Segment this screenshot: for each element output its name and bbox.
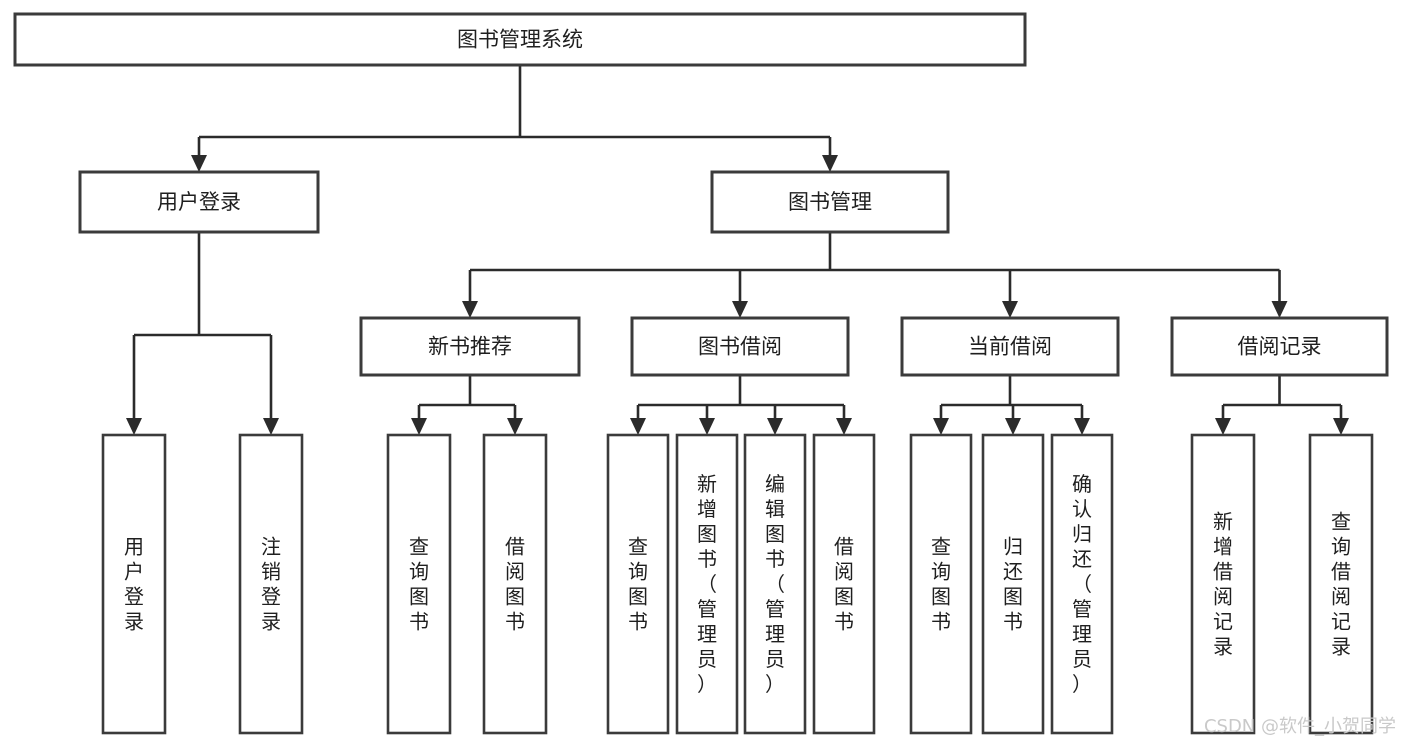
book-manage-branch-1-arrowhead <box>732 301 748 318</box>
book-borrow-branch-3-arrowhead <box>836 418 852 435</box>
node-user-login[interactable]: 用户登录 <box>78 170 320 234</box>
user-login-branch-0-arrowhead <box>126 418 142 435</box>
root-branch-1-arrowhead <box>822 155 838 172</box>
node-label-root: 图书管理系统 <box>457 28 583 52</box>
node-label-leaf-user-logout: 注销登录 <box>261 534 281 633</box>
node-label-book-borrow: 图书借阅 <box>698 335 782 359</box>
node-label-leaf-query-book-3: 查询图书 <box>931 534 951 633</box>
node-box-leaf-borrow-book-2 <box>812 433 876 735</box>
node-label-leaf-add-record: 新增借阅记录 <box>1213 509 1233 658</box>
book-manage-branch-2-arrowhead <box>1002 301 1018 318</box>
node-borrow-record[interactable]: 借阅记录 <box>1170 316 1389 377</box>
node-label-leaf-query-record: 查询借阅记录 <box>1331 509 1351 658</box>
node-book-borrow[interactable]: 图书借阅 <box>630 316 850 377</box>
node-box-user-login <box>78 170 320 234</box>
borrow-record-branch-1-arrowhead <box>1333 418 1349 435</box>
node-leaf-user-logout[interactable]: 注销登录 <box>238 433 304 735</box>
node-leaf-user-login[interactable]: 用户登录 <box>101 433 167 735</box>
new-book-recommend-branch-1-arrowhead <box>507 418 523 435</box>
current-borrow-branch-0-arrowhead <box>933 418 949 435</box>
node-label-leaf-borrow-book-2: 借阅图书 <box>834 534 854 633</box>
node-label-leaf-query-book-2: 查询图书 <box>628 534 648 633</box>
node-box-leaf-return-book <box>981 433 1045 735</box>
node-box-leaf-add-book <box>675 433 739 735</box>
node-leaf-query-book-2[interactable]: 查询图书 <box>606 433 670 735</box>
book-borrow-branch-0-arrowhead <box>630 418 646 435</box>
node-leaf-query-book-3[interactable]: 查询图书 <box>909 433 973 735</box>
node-box-new-book-recommend <box>359 316 581 377</box>
borrow-record-branch-0-arrowhead <box>1215 418 1231 435</box>
new-book-recommend-branch-0-arrowhead <box>411 418 427 435</box>
root-branch-0-arrowhead <box>191 155 207 172</box>
book-borrow-branch-1-arrowhead <box>699 418 715 435</box>
current-borrow-branch-2-arrowhead <box>1074 418 1090 435</box>
node-label-leaf-edit-book: 编辑图书（管理员） <box>765 472 785 696</box>
node-label-leaf-confirm-return: 确认归还（管理员） <box>1072 472 1092 696</box>
node-box-leaf-add-record <box>1190 433 1256 735</box>
node-leaf-borrow-book-2[interactable]: 借阅图书 <box>812 433 876 735</box>
node-box-leaf-borrow-book-1 <box>482 433 548 735</box>
node-leaf-add-book[interactable]: 新增图书（管理员） <box>675 433 739 735</box>
user-login-branch-1-arrowhead <box>263 418 279 435</box>
node-box-current-borrow <box>900 316 1120 377</box>
node-label-leaf-user-login: 用户登录 <box>124 534 144 633</box>
node-label-borrow-record: 借阅记录 <box>1238 335 1322 359</box>
node-leaf-query-book-1[interactable]: 查询图书 <box>386 433 452 735</box>
node-box-leaf-query-book-1 <box>386 433 452 735</box>
node-leaf-borrow-book-1[interactable]: 借阅图书 <box>482 433 548 735</box>
node-box-leaf-user-logout <box>238 433 304 735</box>
book-manage-branch-3-arrowhead <box>1271 301 1288 318</box>
node-leaf-edit-book[interactable]: 编辑图书（管理员） <box>743 433 807 735</box>
node-label-current-borrow: 当前借阅 <box>968 335 1052 359</box>
node-leaf-query-record[interactable]: 查询借阅记录 <box>1308 433 1374 735</box>
node-leaf-add-record[interactable]: 新增借阅记录 <box>1190 433 1256 735</box>
node-box-leaf-query-book-3 <box>909 433 973 735</box>
csdn-watermark: CSDN @软件_小贺同学 <box>1204 716 1396 737</box>
node-box-book-borrow <box>630 316 850 377</box>
node-box-leaf-query-record <box>1308 433 1374 735</box>
node-leaf-confirm-return[interactable]: 确认归还（管理员） <box>1050 433 1114 735</box>
book-borrow-branch-2-arrowhead <box>767 418 783 435</box>
node-new-book-recommend[interactable]: 新书推荐 <box>359 316 581 377</box>
node-root[interactable]: 图书管理系统 <box>13 12 1027 67</box>
node-box-leaf-confirm-return <box>1050 433 1114 735</box>
node-label-leaf-borrow-book-1: 借阅图书 <box>505 534 525 633</box>
node-box-borrow-record <box>1170 316 1389 377</box>
node-current-borrow[interactable]: 当前借阅 <box>900 316 1120 377</box>
connectors-layer <box>126 65 1349 435</box>
book-manage-branch-0-arrowhead <box>462 301 478 318</box>
boxes-layer: 图书管理系统用户登录图书管理新书推荐图书借阅当前借阅借阅记录用户登录注销登录查询… <box>13 12 1389 735</box>
current-borrow-branch-1-arrowhead <box>1005 418 1021 435</box>
node-leaf-return-book[interactable]: 归还图书 <box>981 433 1045 735</box>
node-box-book-manage <box>710 170 950 234</box>
node-box-leaf-query-book-2 <box>606 433 670 735</box>
node-label-leaf-query-book-1: 查询图书 <box>409 534 429 633</box>
node-label-leaf-add-book: 新增图书（管理员） <box>697 472 717 696</box>
node-box-root <box>13 12 1027 67</box>
node-box-leaf-user-login <box>101 433 167 735</box>
node-label-book-manage: 图书管理 <box>788 190 872 214</box>
node-book-manage[interactable]: 图书管理 <box>710 170 950 234</box>
node-label-leaf-return-book: 归还图书 <box>1003 534 1023 633</box>
node-label-new-book-recommend: 新书推荐 <box>428 335 512 359</box>
node-box-leaf-edit-book <box>743 433 807 735</box>
node-label-user-login: 用户登录 <box>157 190 241 214</box>
